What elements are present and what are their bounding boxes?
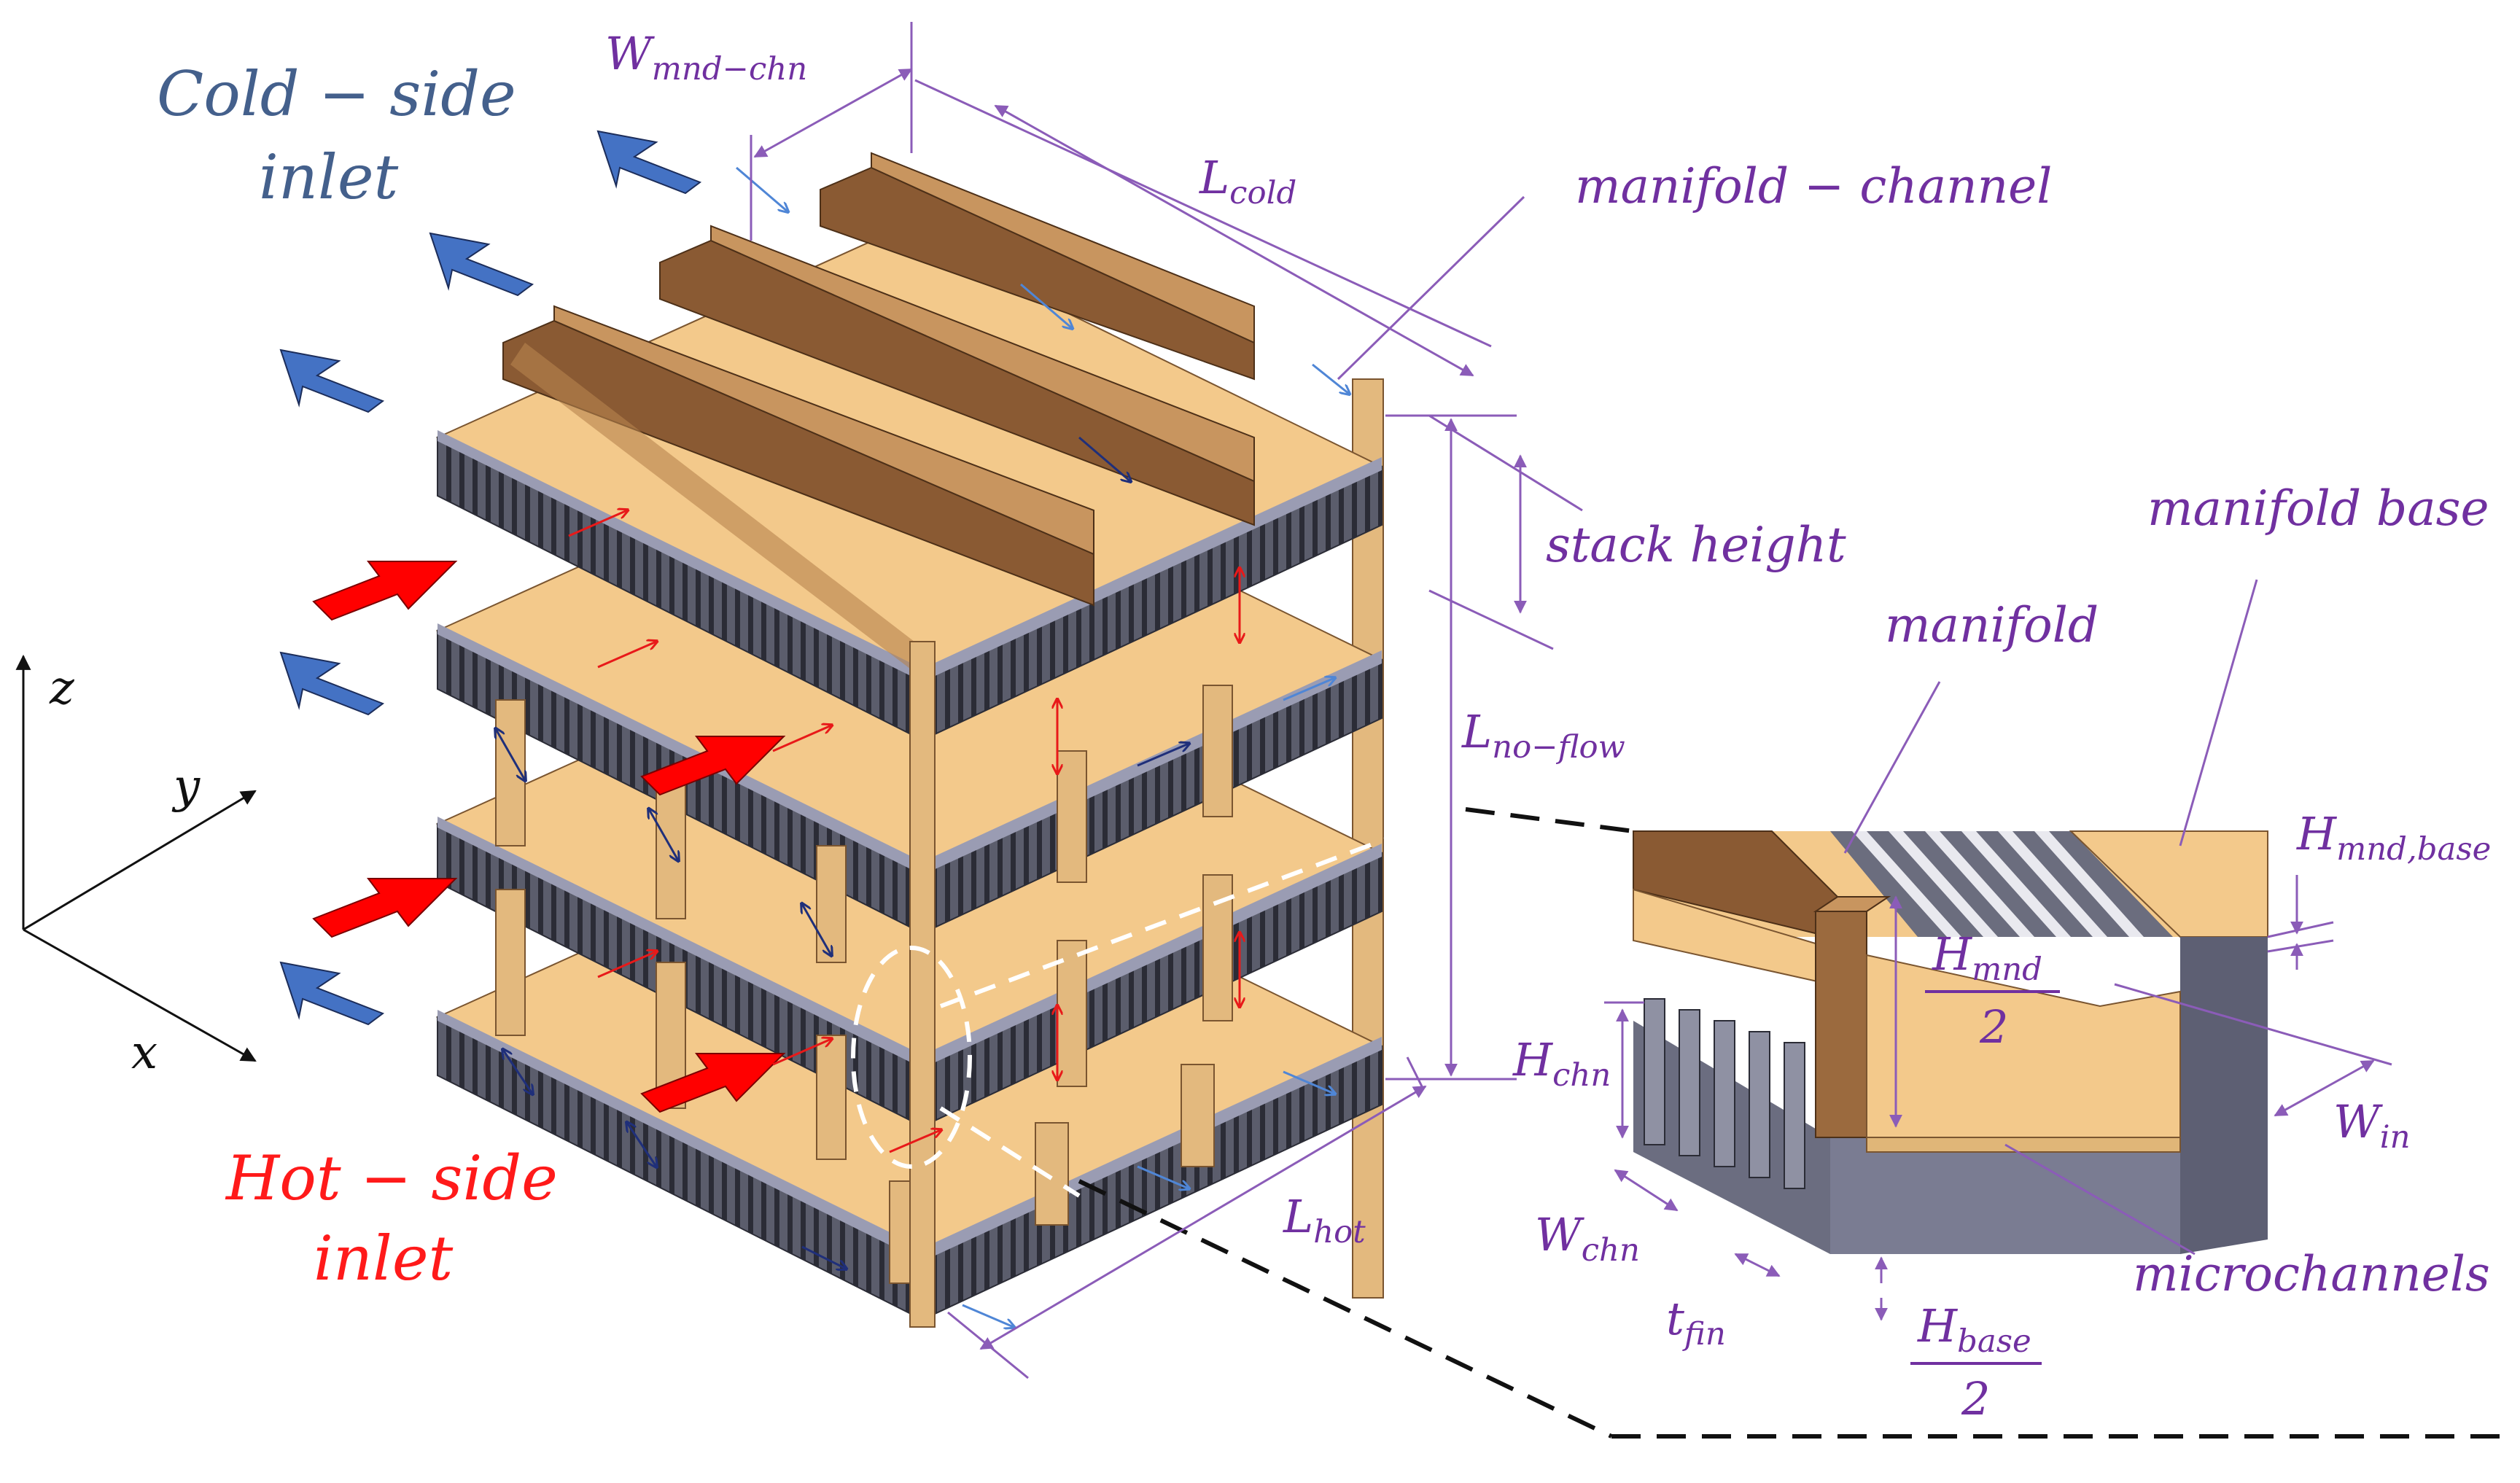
cold-side-inlet-title-line1: Cold − side: [157, 58, 516, 130]
cold-side-inlet-title-line2: inlet: [259, 141, 399, 213]
axis-x-label: x: [131, 1026, 158, 1080]
manifold-channel-label: manifold − channel: [1575, 158, 2052, 214]
stack-height-label: stack height: [1546, 517, 1846, 573]
svg-text:Hmnd: Hmnd: [1932, 927, 2042, 988]
dimension-lines: [750, 22, 2392, 1379]
microchannel-top-stripes: [1830, 831, 2173, 937]
heat-exchanger-stack: [435, 152, 1384, 1328]
l-no-flow-label: Lno−flow: [1461, 705, 1625, 766]
hot-side-inlet-title-line1: Hot − side: [225, 1143, 558, 1214]
w-in-label: Win: [2333, 1095, 2411, 1156]
svg-text:2: 2: [1961, 1372, 1990, 1425]
svg-text:Hbase: Hbase: [1917, 1299, 2031, 1360]
manifold-base-label: manifold base: [2147, 480, 2489, 537]
l-hot-label: Lhot: [1283, 1190, 1366, 1250]
h-base-half-label: Hbase 2: [1910, 1299, 2042, 1425]
t-fin-label: tfin: [1666, 1292, 1726, 1352]
cold-inlet-arrows: [279, 130, 702, 1026]
hot-side-inlet-title-line2: inlet: [314, 1223, 454, 1294]
manifold-label: manifold: [1885, 597, 2099, 653]
coordinate-axes: z y x: [15, 654, 257, 1080]
detail-inset: [1633, 830, 2268, 1254]
w-chn-label: Wchn: [1535, 1208, 1640, 1269]
microchannel-fins: [1644, 998, 1805, 1189]
detail-highlight-ellipse: [851, 946, 972, 1169]
w-mnd-chn-label: Wmnd−chn: [605, 27, 807, 87]
hot-inlet-arrows: [312, 561, 786, 1113]
svg-text:2: 2: [1979, 1000, 2008, 1054]
h-mnd-half-label: Hmnd 2: [1925, 927, 2060, 1054]
microchannels-label: microchannels: [2133, 1246, 2490, 1302]
h-mnd-base-label: Hmnd,base: [2296, 807, 2491, 868]
axis-z-label: z: [49, 661, 75, 715]
h-chn-label: Hchn: [1512, 1033, 1611, 1094]
axis-y-label: y: [171, 760, 201, 814]
l-cold-label: Lcold: [1199, 151, 1296, 211]
